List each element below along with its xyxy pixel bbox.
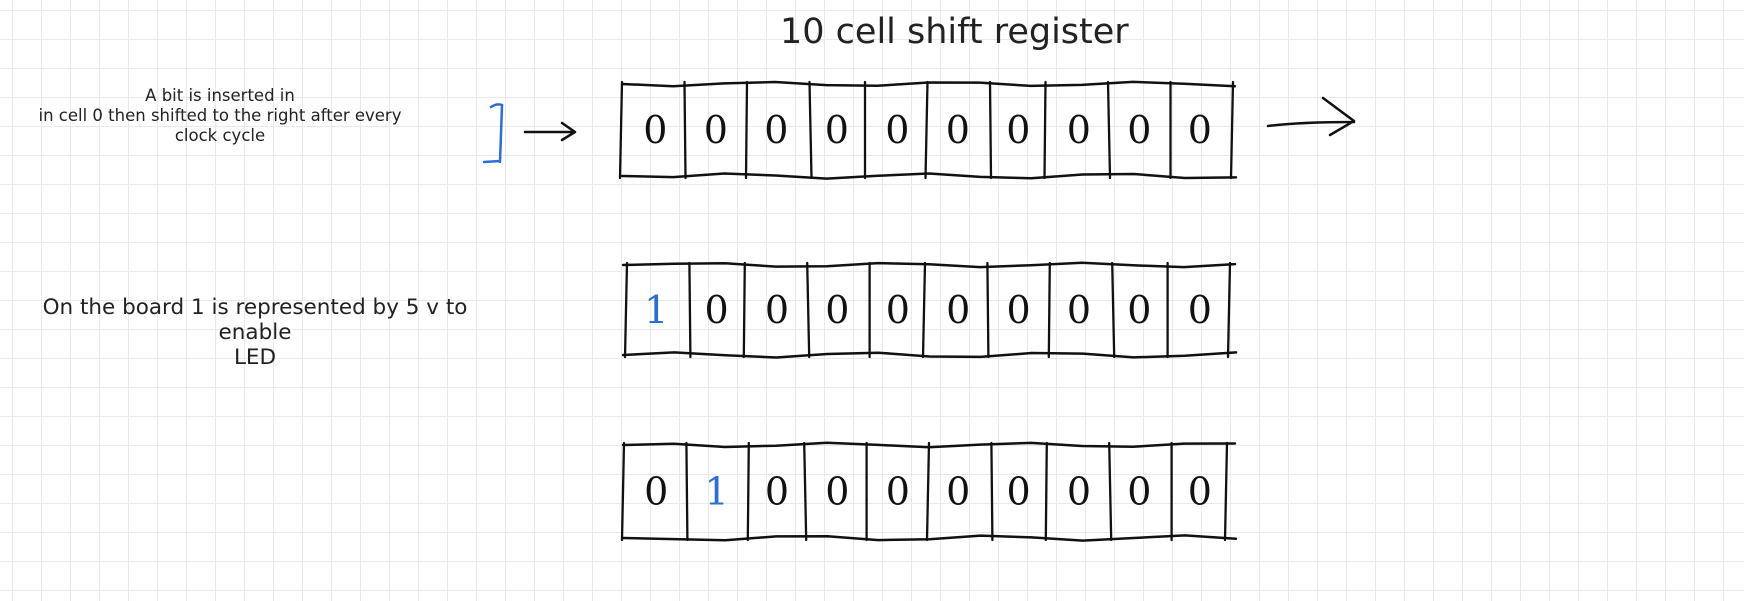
cell-value-5: 0: [946, 470, 970, 514]
diagram-title: 10 cell shift register: [780, 12, 1129, 52]
insertion-note-line-3: clock cycle: [174, 126, 266, 145]
cell-value-3: 0: [825, 108, 849, 152]
cell-divider: [744, 80, 749, 180]
cell-value-2: 0: [765, 288, 789, 332]
cell-divider: [685, 441, 689, 542]
cell-divider: [620, 441, 626, 542]
cell-value-4: 0: [886, 288, 910, 332]
cell-value-9: 0: [1188, 470, 1212, 514]
insertion-note-line-1: A bit is inserted in: [145, 86, 295, 105]
cell-value-7: 0: [1067, 108, 1091, 152]
cell-divider: [921, 261, 927, 359]
cell-value-8: 0: [1127, 108, 1151, 152]
cell-value-3: 0: [825, 288, 849, 332]
cell-divider: [683, 80, 687, 180]
cell-value-0: 0: [643, 108, 667, 152]
cell-divider: [1111, 261, 1116, 359]
cell-divider: [808, 80, 813, 180]
board-note-line-1: On the board 1 is represented by 5 v to …: [42, 295, 468, 345]
cell-divider: [746, 441, 750, 542]
input-arrow: [523, 121, 577, 142]
cell-divider: [618, 80, 624, 180]
board-note: On the board 1 is represented by 5 v to …: [10, 295, 500, 370]
insertion-note-line-2: in cell 0 then shifted to the right afte…: [38, 106, 402, 125]
cell-value-6: 0: [1007, 470, 1031, 514]
cell-value-7: 0: [1067, 470, 1091, 514]
cell-divider: [742, 261, 746, 359]
insertion-note: A bit is inserted in in cell 0 then shif…: [30, 86, 410, 146]
cell-divider: [988, 80, 993, 180]
cell-divider: [1223, 441, 1229, 542]
cell-divider: [1229, 80, 1235, 180]
cell-divider: [990, 441, 994, 542]
cell-divider: [1226, 261, 1232, 359]
cell-value-9: 0: [1188, 288, 1212, 332]
cell-value-2: 0: [765, 470, 789, 514]
cell-value-6: 0: [1007, 288, 1031, 332]
cell-divider: [1106, 80, 1112, 180]
cell-divider: [623, 261, 629, 359]
cell-value-1: 0: [704, 108, 728, 152]
input-bit: [482, 103, 504, 164]
cell-value-1: 0: [705, 288, 729, 332]
cell-value-4: 0: [885, 108, 909, 152]
register-bottom-edge: [620, 172, 1238, 180]
cell-divider: [1047, 261, 1051, 359]
cell-value-0: 1: [644, 288, 668, 332]
board-note-line-2: LED: [233, 345, 277, 370]
cell-divider: [1043, 80, 1047, 180]
register-bottom-edge: [621, 351, 1238, 359]
cell-divider: [986, 261, 990, 359]
cell-divider: [1044, 441, 1048, 542]
cell-value-2: 0: [764, 108, 788, 152]
register-bottom-edge: [621, 534, 1238, 542]
cell-divider: [803, 441, 808, 542]
cell-value-1: 1: [705, 470, 729, 514]
cell-divider: [925, 441, 931, 542]
cell-value-5: 0: [946, 108, 970, 152]
cell-value-7: 0: [1067, 288, 1091, 332]
cell-divider: [1108, 441, 1113, 542]
cell-value-8: 0: [1127, 470, 1151, 514]
cell-divider: [924, 80, 929, 180]
cell-value-0: 0: [644, 470, 668, 514]
register-top-edge: [621, 261, 1237, 269]
cell-value-3: 0: [825, 470, 849, 514]
cell-value-9: 0: [1188, 108, 1212, 152]
cell-divider: [688, 261, 692, 359]
cell-value-8: 0: [1127, 288, 1151, 332]
cell-value-4: 0: [886, 470, 910, 514]
output-arrow: [1266, 96, 1356, 137]
cell-value-5: 0: [946, 288, 970, 332]
cell-value-6: 0: [1006, 108, 1030, 152]
cell-divider: [806, 261, 811, 359]
